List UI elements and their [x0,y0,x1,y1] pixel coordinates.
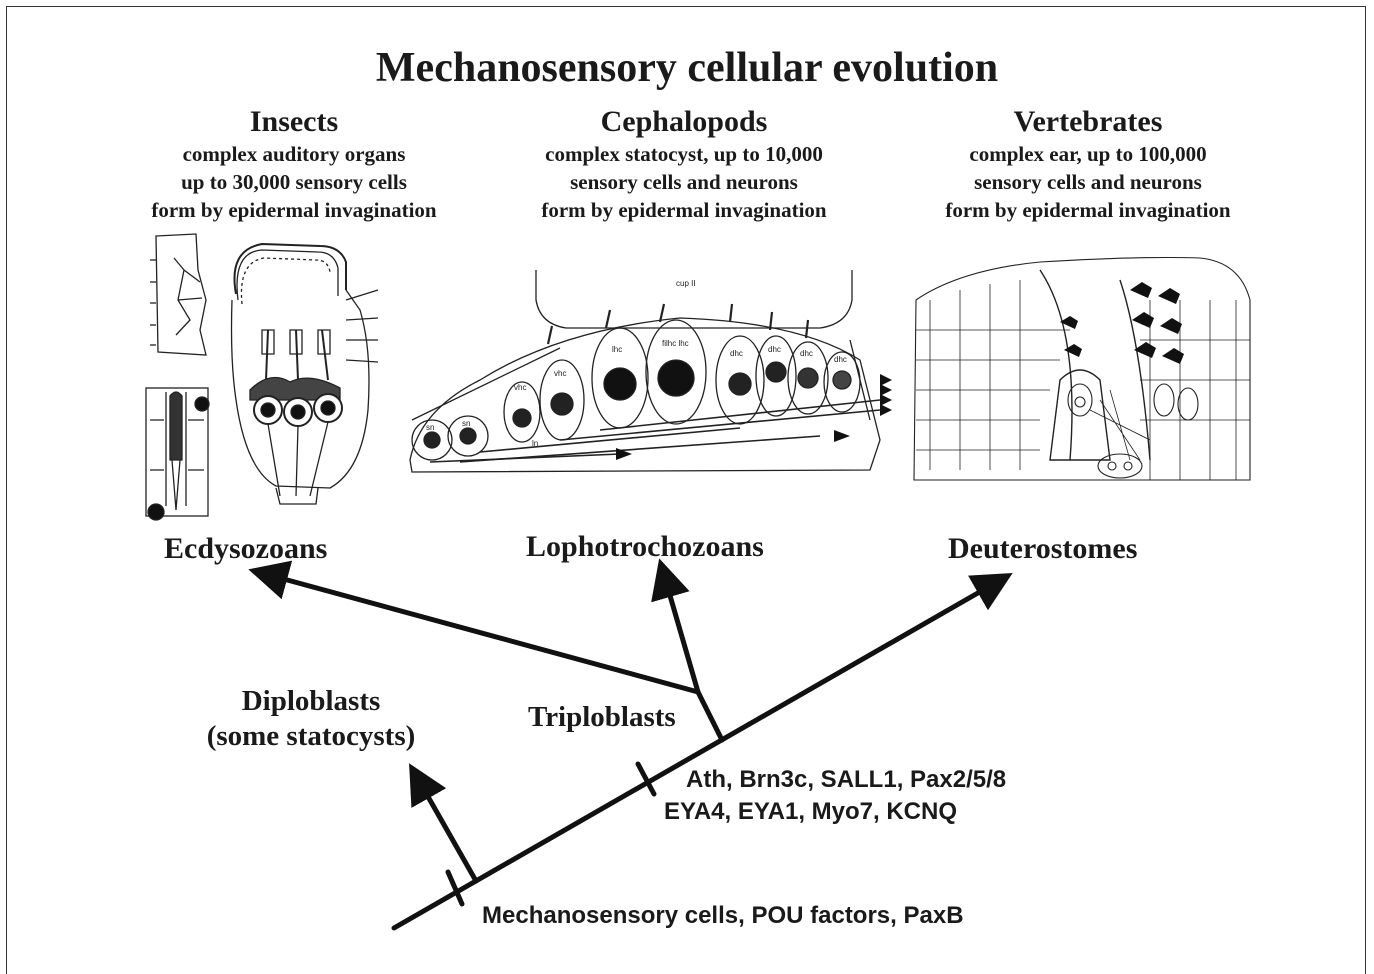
ecdysozoans-branch [258,572,698,692]
clade-deuterostomes: Deuterostomes [948,532,1137,566]
diploblasts-branch [414,772,476,881]
triploblast-stem [698,692,722,740]
clade-lophotrochozoans: Lophotrochozoans [526,530,764,564]
lophotrochozoans-branch [662,568,698,692]
triploblasts-label: Triploblasts [528,700,676,735]
diploblasts-name: Diploblasts [186,684,436,719]
root-characters: Mechanosensory cells, POU factors, PaxB [482,900,964,931]
diploblasts-note: (some statocysts) [186,719,436,754]
deuterostomes-branch [394,578,1004,928]
triploblast-genes-line-2: EYA4, EYA1, Myo7, KCNQ [664,796,957,827]
diploblasts-label: Diploblasts (some statocysts) [186,684,436,754]
triploblast-genes-line-1: Ath, Brn3c, SALL1, Pax2/5/8 [686,764,1006,795]
clade-ecdysozoans: Ecdysozoans [164,532,327,566]
